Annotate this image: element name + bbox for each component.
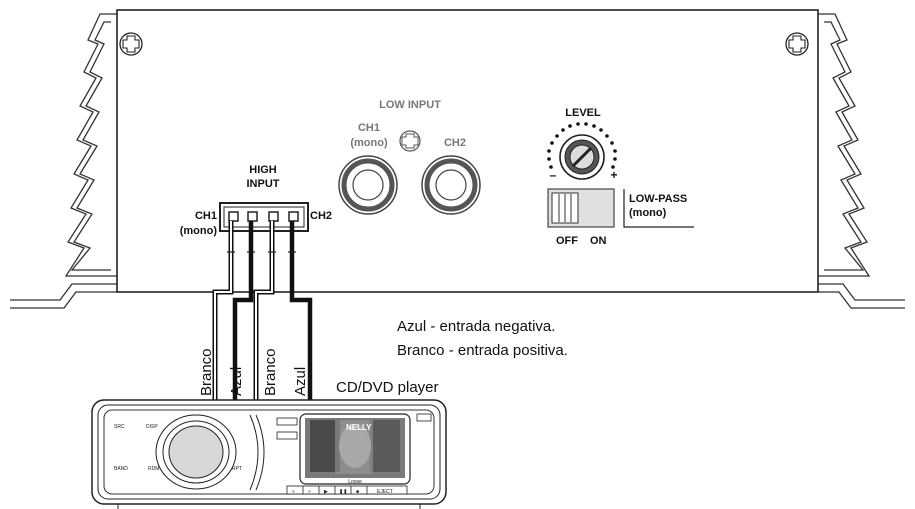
high-input-pin-3 [268, 211, 279, 222]
low-input-title: LOW INPUT [379, 99, 441, 111]
player-rdm-button[interactable]: RDM [148, 466, 159, 472]
high-input-title-line1: HIGH [249, 164, 277, 176]
low-input-ch1-rca-jack[interactable] [338, 155, 398, 215]
high-input-pin-1 [228, 211, 239, 222]
low-pass-bracket [623, 189, 694, 228]
high-input-ch1-label: CH1 [195, 210, 217, 222]
low-input-ch2-rca-jack[interactable] [421, 155, 481, 215]
wire-label-1: Branco [198, 348, 215, 396]
low-pass-on-label: ON [590, 235, 607, 247]
screen-track-label: Loose [348, 479, 362, 485]
wire-1 [212, 221, 234, 400]
player-mode-button[interactable] [276, 417, 298, 426]
wires [212, 221, 313, 400]
player-screen: NELLY Loose [299, 413, 411, 485]
legend-line-2: Branco - entrada positiva. [397, 342, 568, 359]
mount-screw-left-icon [119, 32, 143, 56]
player-band-button[interactable]: BAND [114, 466, 128, 472]
transport-rewind-button[interactable]: « [292, 489, 295, 495]
player-rpt-button[interactable]: RPT [232, 466, 242, 472]
player-title: CD/DVD player [336, 379, 439, 396]
high-input-pin-4 [288, 211, 299, 222]
player-clock-button[interactable] [276, 431, 298, 440]
heatsink-right [818, 13, 871, 277]
level-title: LEVEL [565, 107, 601, 119]
high-input-title-line2: INPUT [247, 178, 280, 190]
low-pass-title: LOW-PASS [629, 193, 687, 205]
level-knob[interactable] [559, 134, 605, 180]
low-pass-off-label: OFF [556, 235, 578, 247]
level-plus-label: + [610, 168, 617, 182]
amplifier-panel [116, 9, 819, 293]
player-transport-bar [286, 485, 408, 495]
cd-dvd-player: SRC DISP BAND RDM RPT NELLY Loose [91, 399, 447, 509]
wire-label-4: Azul [292, 367, 309, 396]
high-input-pin-2 [247, 211, 258, 222]
wire-2 [232, 221, 254, 400]
low-input-ch1-label: CH1 [358, 122, 380, 134]
album-title: NELLY [346, 423, 372, 432]
low-pass-mode: (mono) [629, 207, 667, 219]
wire-label-2: Azul [228, 367, 245, 396]
wire-4 [289, 221, 313, 400]
transport-eject-button[interactable]: EJECT [377, 489, 393, 495]
heatsink-left [64, 13, 117, 277]
player-eject-icon-button[interactable] [416, 413, 432, 422]
high-input-ch2-label: CH2 [310, 210, 332, 222]
album-cover [335, 420, 373, 474]
level-dial-dots [547, 122, 617, 169]
level-minus-label: – [550, 168, 557, 182]
low-input-ch2-label: CH2 [444, 137, 466, 149]
low-pass-switch[interactable] [547, 188, 615, 228]
wire-3 [253, 221, 275, 400]
transport-play-button[interactable]: ▶ [324, 489, 328, 495]
legend-line-1: Azul - entrada negativa. [397, 318, 555, 335]
mount-screw-right-icon [785, 32, 809, 56]
low-input-ch1-mode: (mono) [350, 137, 388, 149]
player-disp-button[interactable]: DISP [146, 424, 158, 430]
high-input-ch1-mode: (mono) [180, 225, 218, 237]
transport-forward-button[interactable]: » [308, 489, 311, 495]
player-src-button[interactable]: SRC [114, 424, 125, 430]
transport-pause-button[interactable]: ❚❚ [339, 489, 347, 495]
wire-label-3: Branco [262, 348, 279, 396]
mounting-flanges [10, 283, 905, 309]
player-volume-knob[interactable] [155, 414, 237, 490]
low-input-screw-icon [399, 130, 421, 152]
amplifier: HIGH INPUT CH1 (mono) CH2 LOW INPUT CH1 … [10, 9, 905, 309]
transport-stop-button[interactable]: ■ [356, 489, 359, 495]
